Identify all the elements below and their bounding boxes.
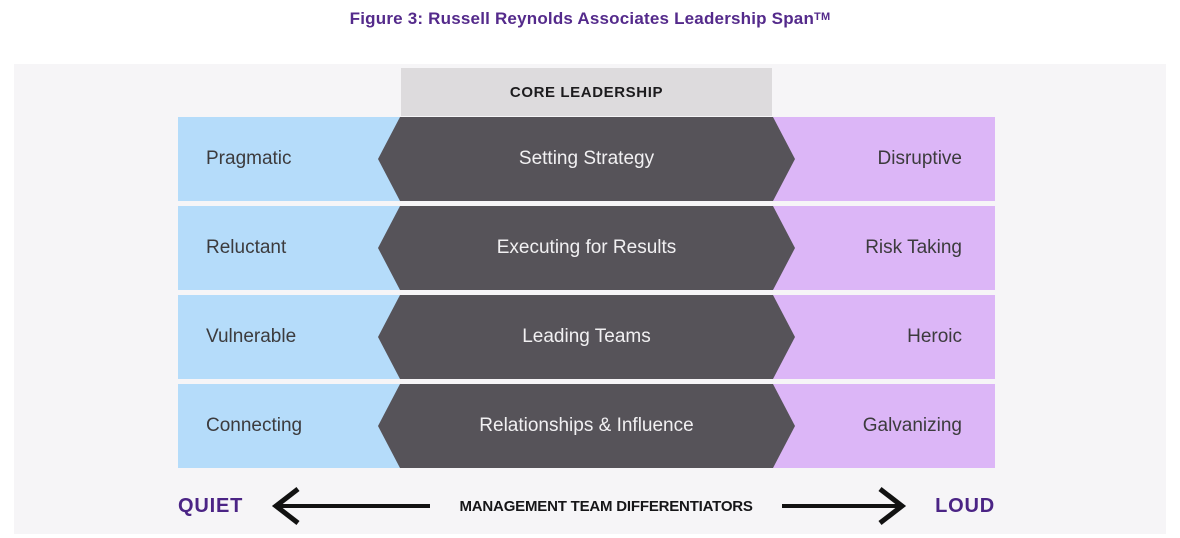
leadership-row-setting-strategy: Pragmatic Disruptive Setting Strategy xyxy=(178,117,995,201)
core-leadership-label: CORE LEADERSHIP xyxy=(509,83,664,101)
loud-trait-label: Disruptive xyxy=(877,148,962,169)
quiet-trait-label: Pragmatic xyxy=(206,148,292,169)
loud-trait-cell: Disruptive xyxy=(773,117,995,201)
loud-trait-cell: Galvanizing xyxy=(773,384,995,468)
loud-trait-cell: Risk Taking xyxy=(773,206,995,290)
core-capability-hexagon: Relationships & Influence xyxy=(378,384,795,468)
loud-trait-label: Heroic xyxy=(907,326,962,347)
core-leadership-header: CORE LEADERSHIP xyxy=(401,68,772,116)
core-capability-hexagon: Setting Strategy xyxy=(378,117,795,201)
core-capability-hexagon: Leading Teams xyxy=(378,295,795,379)
axis-footer: QUIET MANAGEMENT TEAM DIFFERENTIATORS LO… xyxy=(178,484,995,528)
leadership-rows: Pragmatic Disruptive Setting Strategy Re… xyxy=(178,117,995,473)
quiet-trait-cell: Vulnerable xyxy=(178,295,400,379)
quiet-trait-label: Connecting xyxy=(206,415,303,436)
loud-trait-cell: Heroic xyxy=(773,295,995,379)
leadership-row-executing-for-results: Reluctant Risk Taking Executing for Resu… xyxy=(178,206,995,290)
leadership-row-relationships-influence: Connecting Galvanizing Relationships & I… xyxy=(178,384,995,468)
core-capability-label: Relationships & Influence xyxy=(479,415,694,436)
quiet-label: QUIET xyxy=(178,494,244,517)
quiet-trait-cell: Reluctant xyxy=(178,206,400,290)
loud-label: LOUD xyxy=(935,494,995,517)
loud-trait-label: Risk Taking xyxy=(865,237,962,258)
quiet-trait-label: Reluctant xyxy=(206,237,287,258)
core-capability-label: Leading Teams xyxy=(522,326,651,347)
quiet-trait-cell: Pragmatic xyxy=(178,117,400,201)
trademark-mark: TM xyxy=(814,11,831,23)
core-capability-label: Executing for Results xyxy=(496,237,677,258)
right-arrow-icon xyxy=(781,487,907,525)
quiet-trait-cell: Connecting xyxy=(178,384,400,468)
core-capability-hexagon: Executing for Results xyxy=(378,206,795,290)
diagram-panel: CORE LEADERSHIP Pragmatic Disruptive Set… xyxy=(14,64,1166,534)
figure-title-text: Figure 3: Russell Reynolds Associates Le… xyxy=(349,9,815,28)
left-arrow-icon xyxy=(272,487,431,525)
figure-title: Figure 3: Russell Reynolds Associates Le… xyxy=(0,9,1180,29)
quiet-trait-label: Vulnerable xyxy=(206,326,297,347)
differentiators-label: MANAGEMENT TEAM DIFFERENTIATORS xyxy=(459,497,753,515)
leadership-row-leading-teams: Vulnerable Heroic Leading Teams xyxy=(178,295,995,379)
core-capability-label: Setting Strategy xyxy=(518,148,655,169)
loud-trait-label: Galvanizing xyxy=(862,415,962,436)
